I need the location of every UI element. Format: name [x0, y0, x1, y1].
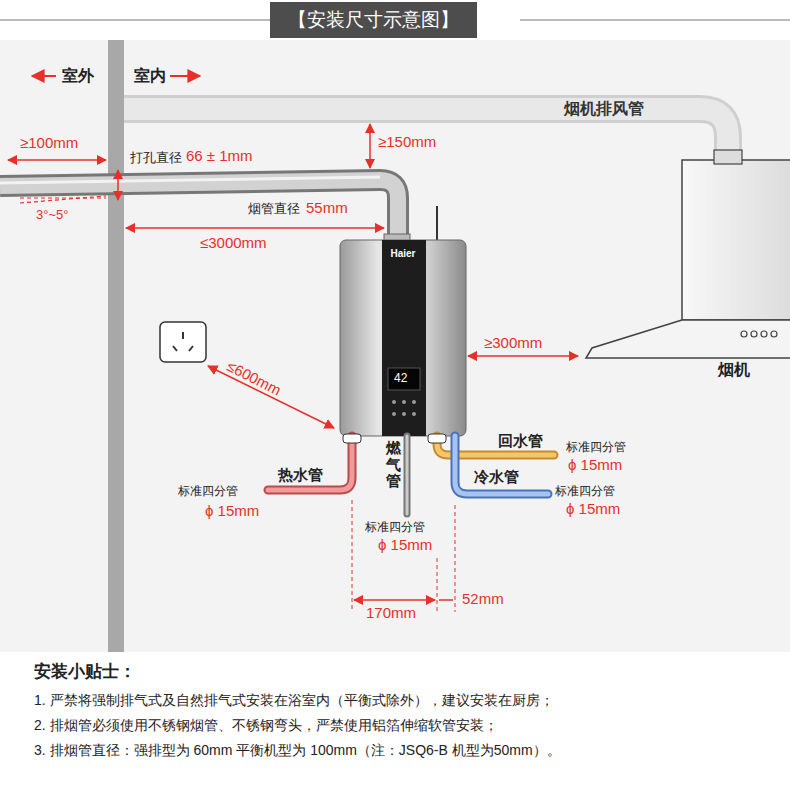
pipe-name: 燃气管 [386, 440, 401, 490]
flue-highlight [0, 177, 380, 183]
pipe-spec: 标准四分管 [555, 484, 615, 498]
node-label: 烟机排风管 [564, 99, 644, 120]
pipe-size: ϕ 15mm [566, 500, 620, 518]
dimension: ≤3000mm [200, 234, 267, 252]
display-digits: 42 [394, 371, 407, 385]
dimension: ≥100mm [20, 134, 78, 152]
hood-buttons [741, 331, 777, 337]
heater-buttons [392, 400, 416, 416]
hood-chimney [682, 160, 790, 320]
dimension: 52mm [462, 590, 504, 608]
direction-arrow [32, 75, 56, 77]
pipe-fitting [343, 434, 361, 443]
pipe-spec: 标准四分管 [566, 440, 626, 454]
pipe-fitting [428, 434, 446, 443]
pipe-name: 冷水管 [474, 468, 519, 486]
duct-band: 烟机排风管 [124, 96, 700, 122]
heater-display [388, 368, 420, 390]
tip-note: 3. 排烟管直径：强排型为 60mm 平衡机型为 100mm（注：JSQ6-B … [34, 742, 561, 759]
dimension-line [354, 599, 435, 601]
dimension: ≥150mm [378, 133, 436, 151]
dimension-line [439, 599, 453, 601]
region-label: 室外 [62, 66, 94, 85]
hood-canopy [586, 320, 790, 358]
dimension-line [468, 355, 578, 357]
pipe-spec: 标准四分管 [365, 520, 425, 534]
tip-note: 1. 严禁将强制排气式及自然排气式安装在浴室内（平衡式除外），建议安装在厨房； [34, 692, 554, 709]
pipe-size: ϕ 15mm [205, 502, 259, 520]
title-rule [0, 19, 270, 21]
pipe-size: ϕ 15mm [568, 456, 622, 474]
dimension: 170mm [366, 604, 416, 622]
direction-arrow [170, 75, 200, 77]
tip-note: 2. 排烟管必须使用不锈钢烟管、不锈钢弯头，严禁使用铝箔伸缩软管安装； [34, 717, 498, 734]
dimension-line [369, 124, 371, 168]
socket-holes [173, 332, 193, 351]
pipe-name: 回水管 [498, 432, 543, 450]
title-banner: 【安装尺寸示意图】 [270, 2, 477, 38]
socket [160, 322, 206, 362]
annotation: 烟管直径 [248, 201, 300, 217]
dimension: ≥300mm [484, 334, 542, 352]
wall [108, 40, 124, 652]
dimension-line [117, 170, 119, 200]
dimension-line [8, 159, 106, 161]
heater-strip [382, 240, 426, 436]
annotation: 打孔直径 [130, 150, 182, 166]
angle-label: 3°~5° [36, 207, 68, 223]
flue-pipe [0, 180, 398, 240]
duct-collar [714, 150, 742, 164]
dimension-line [126, 227, 384, 229]
tips-heading: 安装小贴士： [34, 662, 136, 682]
node-label: 烟机 [718, 360, 750, 381]
title-rule [520, 19, 790, 21]
antenna [436, 206, 438, 240]
heater-body [340, 240, 466, 436]
dimension: 55mm [306, 199, 348, 217]
dimension: 66 ± 1mm [186, 147, 253, 165]
extension-lines [352, 500, 455, 612]
flue-pipe [0, 180, 398, 240]
heater-box: Haier [340, 240, 466, 436]
pipe-name: 热水管 [278, 466, 323, 484]
region-label: 室内 [134, 66, 166, 85]
pipe-size: ϕ 15mm [378, 536, 432, 554]
pipe-spec: 标准四分管 [178, 484, 238, 498]
hood-box: 烟机 [682, 160, 788, 382]
node-label: Haier [390, 248, 415, 259]
angle-line [20, 196, 106, 203]
